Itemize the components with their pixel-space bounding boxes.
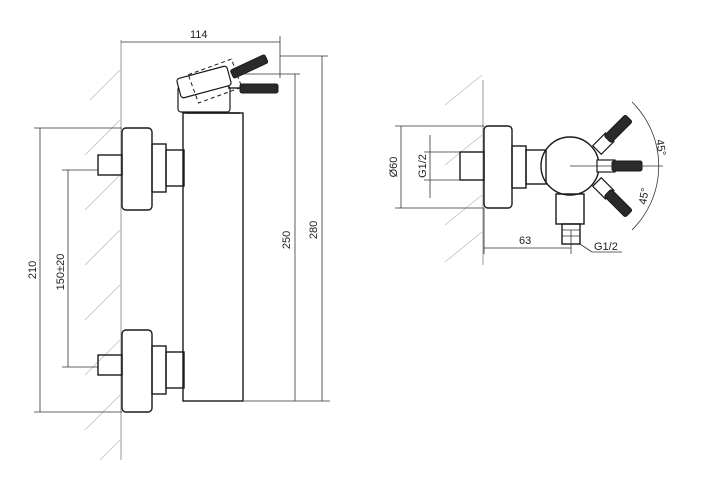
dimension-150: 150±20 — [55, 169, 98, 368]
dim-114-label: 114 — [190, 29, 208, 41]
top-escutcheon — [483, 125, 513, 209]
dimension-inlet-thread: G1/2 — [417, 135, 460, 198]
dim-diameter-label: Ø60 — [388, 157, 400, 178]
outlet-connector — [555, 193, 585, 245]
dim-210-label: 210 — [27, 261, 39, 279]
angle-upper-label: 45° — [653, 138, 668, 156]
top-view: 45° 45° Ø60 G1/2 63 G1/2 — [388, 74, 668, 265]
dimension-114: 114 — [121, 29, 281, 78]
dimension-280: 280 — [280, 55, 328, 401]
dim-280-label: 280 — [308, 221, 320, 239]
dimension-210: 210 — [27, 127, 122, 413]
angle-dimension: 45° 45° — [570, 101, 668, 231]
dimension-outlet-thread: G1/2 — [579, 241, 622, 253]
top-wall-hatching — [444, 74, 484, 265]
dimension-diameter: Ø60 — [388, 125, 484, 209]
dimension-250: 250 — [244, 73, 330, 402]
side-view: 114 — [27, 29, 330, 461]
top-handle-assembly — [176, 54, 279, 113]
dim-63-label: 63 — [519, 235, 531, 247]
top-inlet-pipe — [459, 151, 485, 181]
dim-250-label: 250 — [281, 231, 293, 249]
handles — [591, 114, 643, 218]
upper-inlet-connector — [97, 127, 185, 211]
dim-outlet-thread-label: G1/2 — [594, 241, 618, 253]
dim-150-label: 150±20 — [55, 254, 67, 291]
angle-lower-label: 45° — [637, 187, 652, 205]
dimension-63: 63 — [483, 208, 572, 254]
wall-hatching — [84, 40, 122, 461]
mixer-body — [182, 112, 244, 402]
dim-inlet-thread-label: G1/2 — [417, 154, 429, 178]
lower-inlet-connector — [97, 329, 185, 413]
